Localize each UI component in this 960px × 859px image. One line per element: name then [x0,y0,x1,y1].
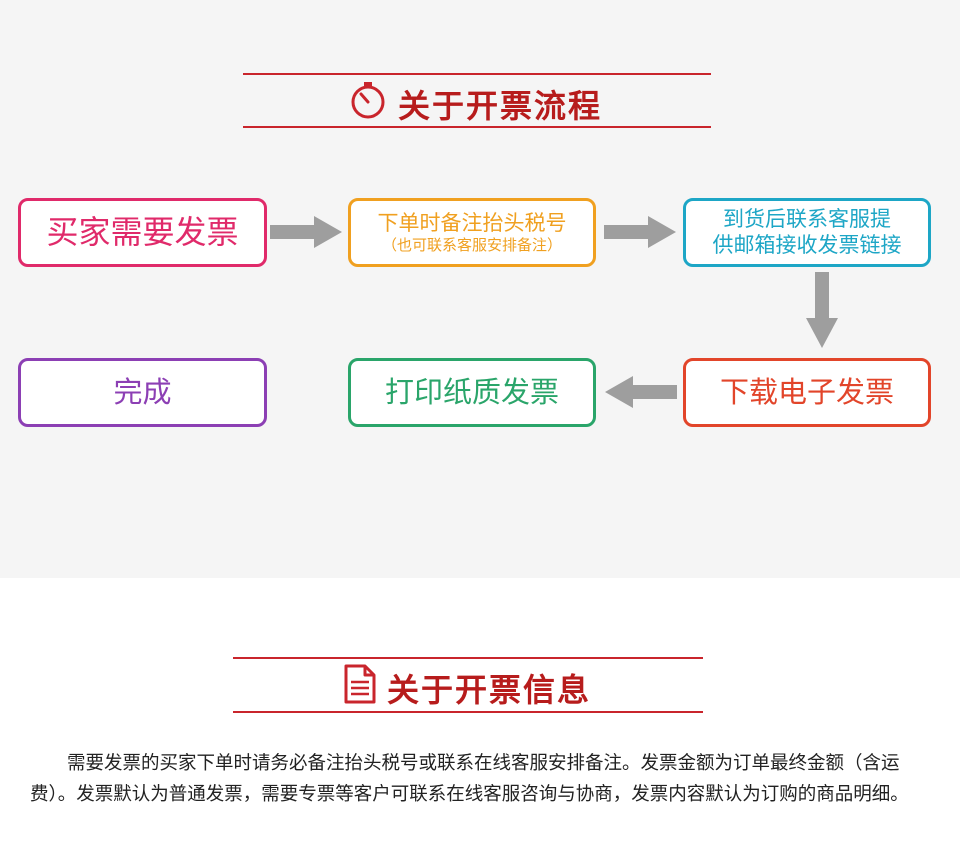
stopwatch-icon [348,80,388,128]
step-label-line2: 供邮箱接收发票链接 [712,232,902,257]
step-download-e-invoice: 下载电子发票 [683,358,931,427]
step-complete: 完成 [18,358,267,427]
step-label: 打印纸质发票 [384,375,559,410]
arrow-right-icon [270,216,342,248]
info-title: 关于开票信息 [343,664,591,712]
step-label: 下单时备注抬头税号 [377,210,567,235]
step-label: 下载电子发票 [719,375,894,410]
process-title-text: 关于开票流程 [398,87,603,125]
info-title-line-bottom [233,711,703,713]
step-sublabel: （也可联系客服安排备注） [381,236,562,255]
step-buyer-needs-invoice: 买家需要发票 [18,198,267,267]
step-order-note-tax-id: 下单时备注抬头税号 （也可联系客服安排备注） [348,198,596,267]
info-title-line-top [233,657,703,659]
info-paragraph: 需要发票的买家下单时请务必备注抬头税号或联系在线客服安排备注。发票金额为订单最终… [30,753,909,805]
arrow-right-icon [604,216,676,248]
step-print-paper-invoice: 打印纸质发票 [348,358,596,427]
step-label: 买家需要发票 [46,213,239,252]
step-contact-service-email: 到货后联系客服提 供邮箱接收发票链接 [683,198,931,267]
arrow-down-icon [806,272,838,348]
arrow-left-icon [605,376,677,408]
process-section-background [0,0,960,578]
info-title-text: 关于开票信息 [387,671,592,709]
step-label-line1: 到货后联系客服提 [723,207,891,232]
step-label: 完成 [113,375,172,410]
process-title-line-bottom [243,126,711,128]
process-title-line-top [243,73,711,75]
document-icon [343,664,377,712]
process-title: 关于开票流程 [348,80,602,128]
